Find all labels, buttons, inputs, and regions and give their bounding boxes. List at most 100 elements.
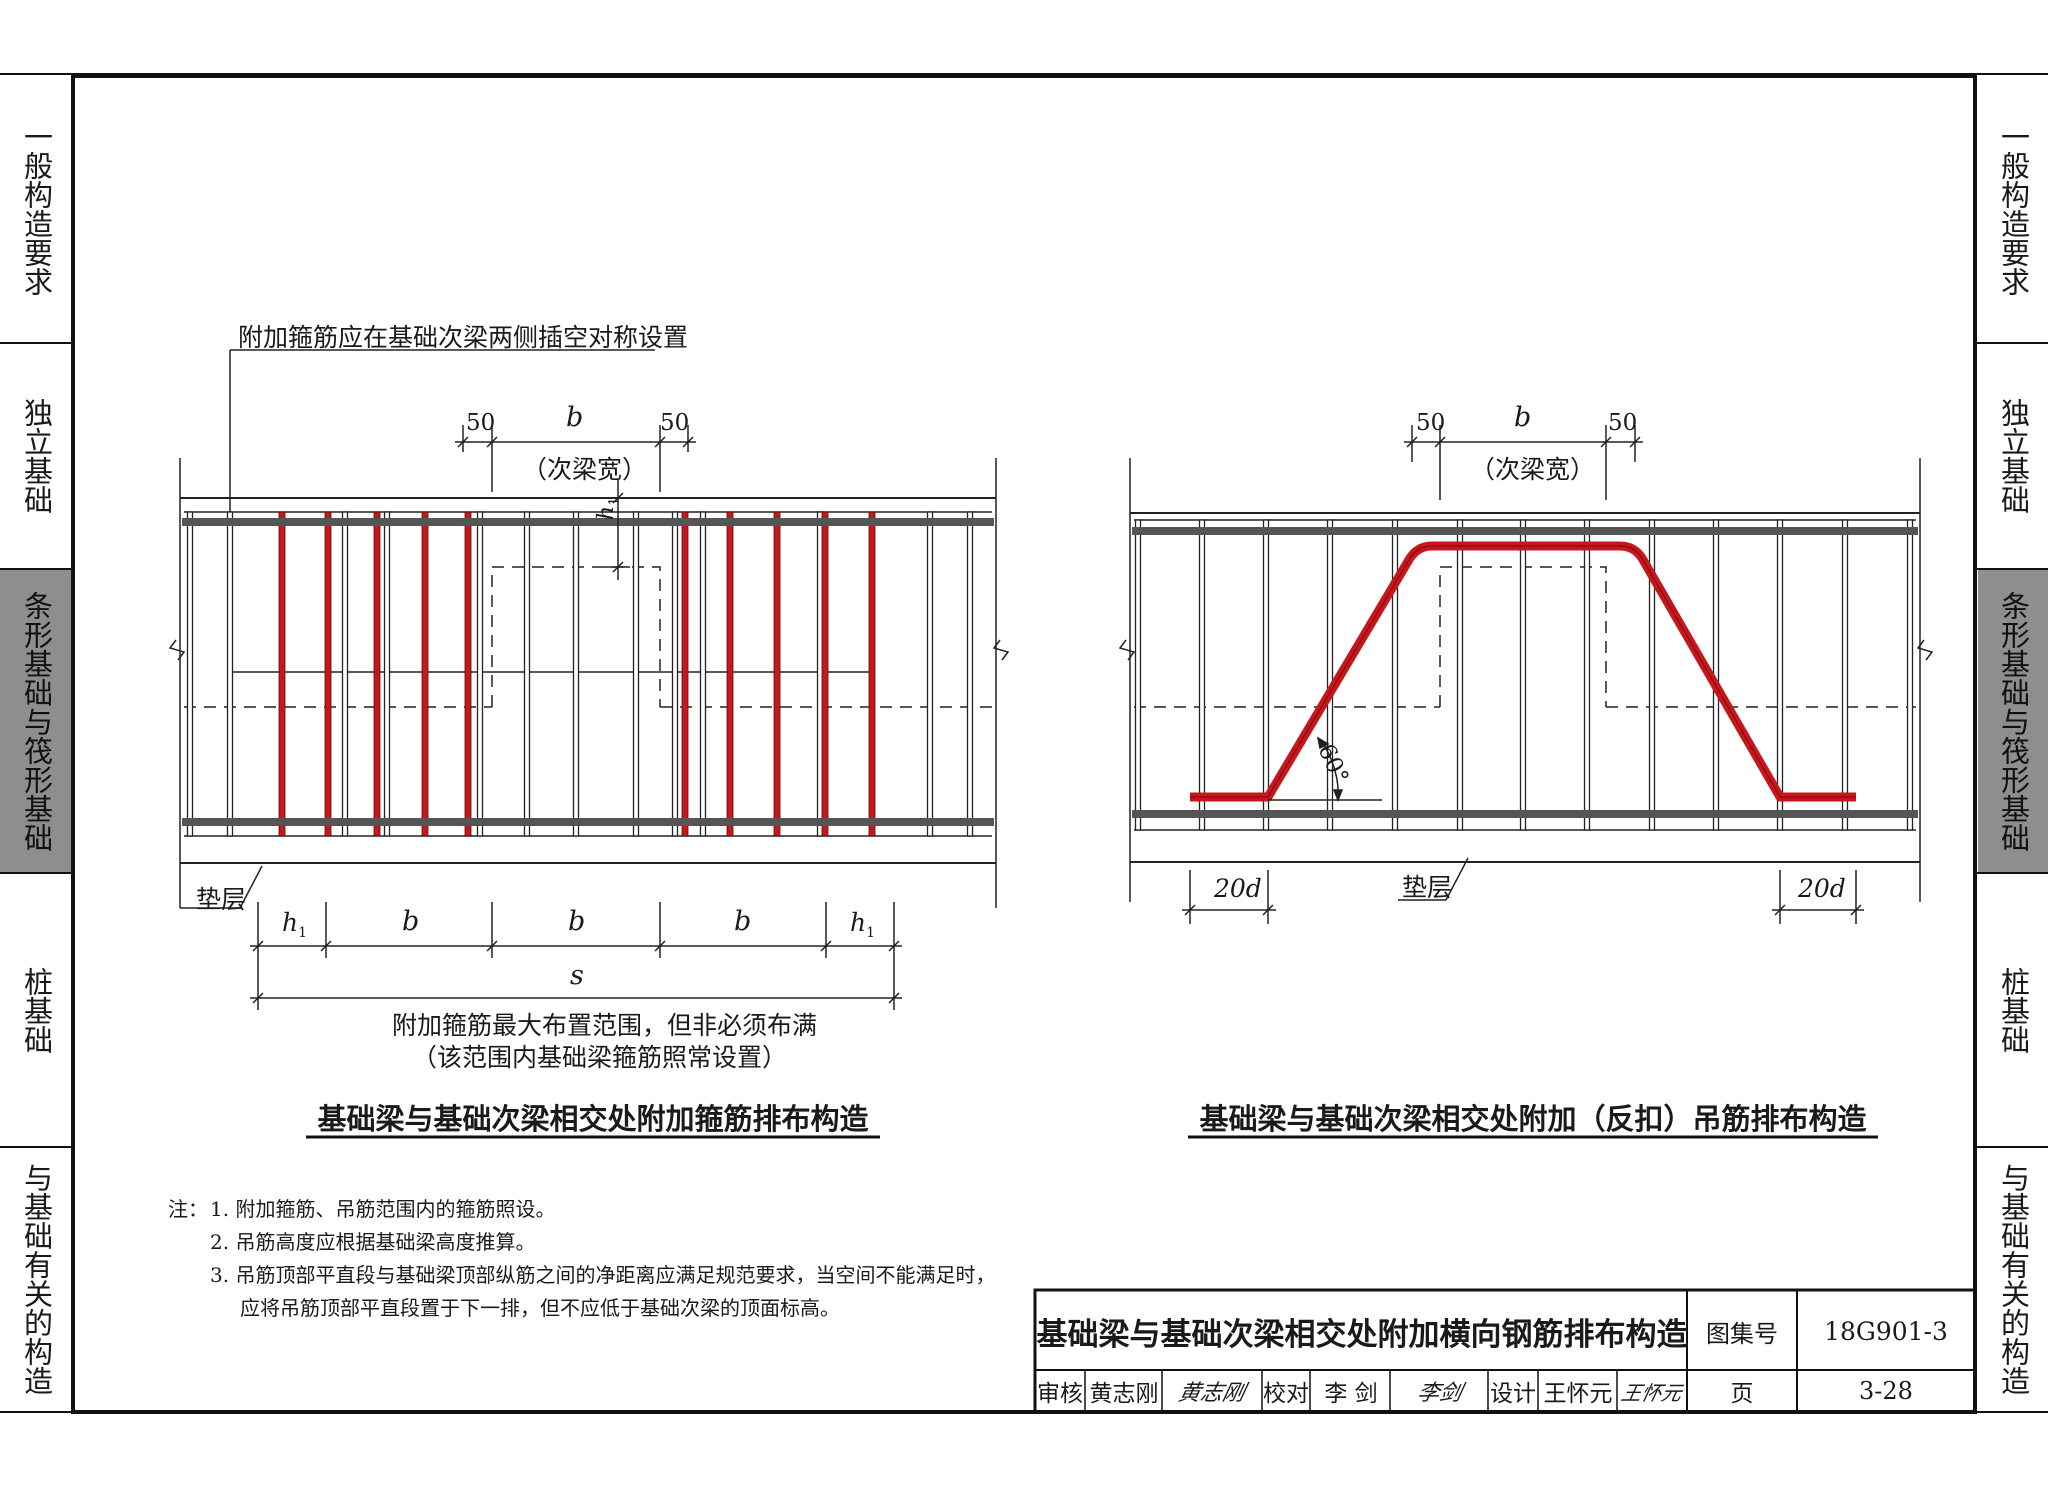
right-anchor-left: 20d — [1214, 874, 1262, 903]
right-tab-pile[interactable]: 桩基础 — [1996, 966, 2031, 1054]
base-stirrup — [632, 511, 640, 837]
checker-signature: 李剑 — [1414, 1381, 1465, 1406]
right-beam — [1118, 458, 1934, 902]
left-bottom-dim-1: h1 — [282, 908, 307, 941]
base-stirrup — [186, 511, 194, 837]
right-tab-strip-raft[interactable]: 条形基础与筏形基础 — [1978, 570, 2048, 872]
left-tab-strip-raft[interactable]: 条形基础与筏形基础 — [0, 570, 72, 872]
right-tab-related[interactable]: 与基础有关的构造 — [1996, 1163, 2031, 1395]
left-bottom-dims — [250, 902, 902, 1010]
dim-letter: h — [282, 908, 299, 937]
base-stirrup — [1134, 519, 1142, 831]
base-stirrup — [476, 511, 484, 837]
right-dim-b: b — [1514, 402, 1532, 433]
base-stirrup — [1519, 519, 1527, 831]
base-stirrup — [523, 511, 531, 837]
note-1: 1. 附加箍筋、吊筋范围内的箍筋照设。 — [210, 1197, 556, 1221]
left-h1-letter: h — [594, 505, 619, 520]
additional-stirrup — [464, 511, 472, 837]
check-label: 校对 — [1263, 1381, 1309, 1407]
right-bottom-longbar — [1132, 810, 1918, 818]
base-stirrup — [1906, 519, 1914, 831]
base-stirrup — [1841, 519, 1849, 831]
left-h1-sub: 1 — [606, 496, 623, 506]
right-figure-title: 基础梁与基础次梁相交处附加（反扣）吊筋排布构造 — [1199, 1102, 1867, 1136]
dim-sub: 1 — [298, 925, 308, 941]
left-dim-b: b — [566, 402, 584, 433]
title-block-lines — [1033, 1288, 1977, 1414]
note-2: 2. 吊筋高度应根据基础梁高度推算。 — [210, 1230, 536, 1254]
base-stirrup — [1776, 519, 1784, 831]
right-subbeam-width: （次梁宽） — [1470, 455, 1596, 484]
base-stirrup — [341, 511, 349, 837]
right-tab-isolated[interactable]: 独立基础 — [1996, 398, 2031, 514]
left-subbeam-width: （次梁宽） — [522, 455, 648, 484]
left-dim-s: s — [570, 960, 584, 991]
left-bottom-dim-4: b — [734, 906, 752, 937]
designer-name: 王怀元 — [1543, 1381, 1613, 1407]
right-dim-50-left: 50 — [1416, 410, 1446, 436]
notes-prefix: 注： — [168, 1197, 208, 1221]
left-beam — [168, 349, 1010, 908]
additional-stirrup — [421, 511, 429, 837]
left-range-note-2: （该范围内基础梁箍筋照常设置） — [412, 1043, 788, 1072]
note-3: 3. 吊筋顶部平直段与基础梁顶部纵筋之间的净距离应满足规范要求，当空间不能满足时… — [210, 1263, 996, 1287]
base-stirrup — [699, 511, 707, 837]
checker-name: 李 剑 — [1324, 1381, 1378, 1407]
page-number: 3-28 — [1859, 1377, 1913, 1405]
left-h1-vertical: h1 — [594, 497, 622, 520]
base-stirrup — [926, 511, 934, 837]
left-bottom-dim-2: b — [402, 906, 420, 937]
base-stirrup — [1648, 519, 1656, 831]
additional-stirrup — [278, 511, 286, 837]
left-stirrups — [186, 511, 974, 837]
right-anchor-dims — [1182, 870, 1864, 924]
base-stirrup — [572, 511, 580, 837]
left-long-bars — [182, 518, 994, 826]
base-stirrup — [1262, 519, 1270, 831]
design-label: 设计 — [1490, 1381, 1536, 1407]
note-3-cont: 应将吊筋顶部平直段置于下一排，但不应低于基础次梁的顶面标高。 — [240, 1296, 840, 1320]
dim-sub: 1 — [866, 925, 876, 941]
base-stirrup — [671, 511, 679, 837]
left-top-longbar — [182, 518, 994, 526]
dim-letter: h — [850, 908, 867, 937]
right-cushion-label: 垫层 — [1402, 873, 1453, 902]
base-stirrup — [1583, 519, 1591, 831]
additional-stirrup — [681, 511, 689, 837]
additional-stirrup — [373, 511, 381, 837]
angle-marker — [1268, 736, 1382, 803]
right-top-dims — [1404, 425, 1643, 500]
atlas-label: 图集号 — [1706, 1319, 1778, 1348]
left-top-dims — [455, 425, 696, 580]
right-long-bars — [1132, 527, 1918, 818]
left-tab-related[interactable]: 与基础有关的构造 — [19, 1163, 54, 1395]
base-stirrup — [1198, 519, 1206, 831]
right-anchor-right: 20d — [1798, 874, 1846, 903]
base-stirrup — [1326, 519, 1334, 831]
review-label: 审核 — [1037, 1381, 1083, 1407]
right-tab-general[interactable]: 一般构造要求 — [1996, 122, 2031, 296]
additional-stirrup — [324, 511, 332, 837]
base-stirrup — [1456, 519, 1464, 831]
left-cushion-label: 垫层 — [196, 885, 247, 914]
left-callout: 附加箍筋应在基础次梁两侧插空对称设置 — [238, 323, 689, 352]
left-dim-50-left: 50 — [466, 410, 496, 436]
base-stirrup — [966, 511, 974, 837]
additional-stirrup — [821, 511, 829, 837]
reviewer-signature: 黄志刚 — [1175, 1381, 1248, 1406]
left-bottom-dim-3: b — [568, 906, 586, 937]
left-tab-general[interactable]: 一般构造要求 — [19, 122, 54, 296]
designer-signature: 王怀元 — [1619, 1380, 1685, 1405]
left-tab-pile[interactable]: 桩基础 — [19, 966, 54, 1054]
left-tab-isolated[interactable]: 独立基础 — [19, 398, 54, 514]
right-cushion-leader — [1398, 857, 1469, 901]
right-top-longbar — [1132, 527, 1918, 535]
additional-stirrup — [726, 511, 734, 837]
page-label: 页 — [1730, 1381, 1754, 1407]
atlas-number: 18G901-3 — [1824, 1316, 1948, 1346]
base-stirrup — [226, 511, 234, 837]
left-figure-title: 基础梁与基础次梁相交处附加箍筋排布构造 — [317, 1102, 869, 1136]
base-stirrup — [383, 511, 391, 837]
